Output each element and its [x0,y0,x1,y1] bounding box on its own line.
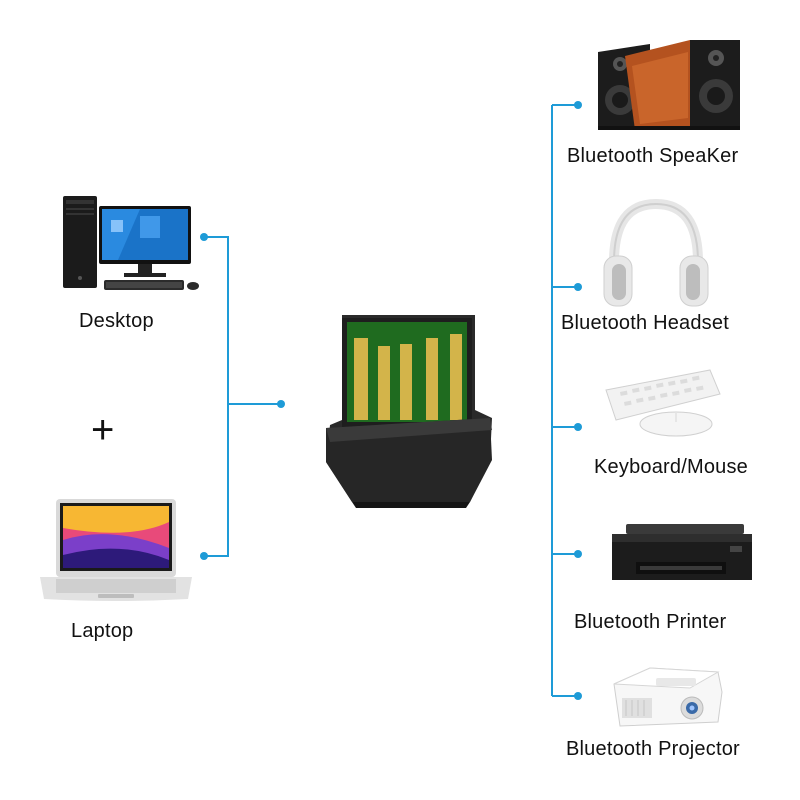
speaker-connector-dot [574,101,582,109]
printer-label: Bluetooth Printer [574,611,727,633]
headset-label: Bluetooth Headset [561,312,729,334]
headset-connector-dot [574,283,582,291]
left-bracket-line [204,236,229,557]
projector-icon [613,667,723,727]
desktop-connector-dot [200,233,208,241]
desktop-computer-icon [63,196,199,290]
laptop-connector-dot [200,552,208,560]
laptop-icon [40,499,192,601]
headset-icon [603,198,709,307]
projector-label: Bluetooth Projector [566,738,740,760]
keyboard-mouse-label: Keyboard/Mouse [594,456,749,478]
speaker-icon [598,40,740,130]
desktop-label: Desktop [79,310,154,332]
usb-bluetooth-adapter-icon [326,315,492,508]
printer-icon [612,524,752,580]
projector-connector-dot [574,692,582,700]
adapter-connector-dot [277,400,285,408]
laptop-label: Laptop [71,620,134,642]
keyboard-mouse-icon [605,369,721,437]
speaker-label: Bluetooth SpeaKer [567,145,739,167]
keyboard-connector-dot [574,423,582,431]
plus-sign: + [91,408,115,452]
printer-connector-dot [574,550,582,558]
